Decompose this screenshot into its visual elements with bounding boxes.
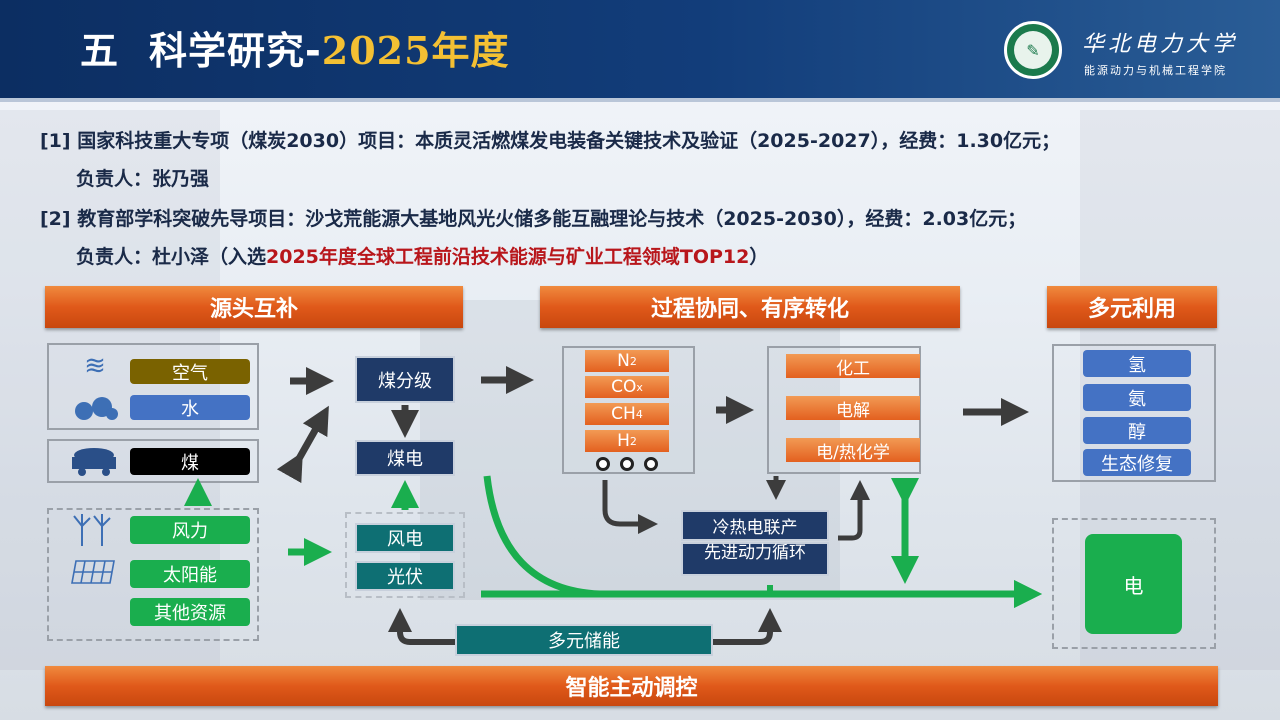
cchp-box: 冷热电联产 bbox=[681, 510, 829, 541]
pv-box: 光伏 bbox=[355, 561, 455, 591]
project-2-line2: 负责人：杜小泽（入选2025年度全球工程前沿技术能源与矿业工程领域TOP12） bbox=[76, 242, 768, 269]
project-2-highlight: 2025年度全球工程前沿技术能源与矿业工程领域TOP12 bbox=[266, 246, 750, 268]
gas-formula: H bbox=[617, 431, 630, 451]
project-1-line1: [1] 国家科技重大专项（煤炭2030）项目：本质灵活燃煤发电装备关键技术及验证… bbox=[40, 130, 1061, 152]
header-source: 源头互补 bbox=[45, 286, 463, 328]
coal-power-box: 煤电 bbox=[355, 440, 455, 476]
more-items-dot-icon bbox=[620, 457, 634, 471]
header-bar bbox=[0, 0, 1280, 98]
gas-products-box bbox=[562, 346, 695, 474]
title-text: 科学研究- bbox=[149, 29, 322, 73]
project-2-line1: [2] 教育部学科突破先导项目：沙戈荒能源大基地风光火储多能互融理论与技术（20… bbox=[40, 208, 1027, 230]
solar-panel-icon bbox=[68, 557, 118, 589]
air-water-box bbox=[47, 343, 259, 430]
water-drops-icon bbox=[70, 392, 120, 422]
college-name: 能源动力与机械工程学院 bbox=[1084, 64, 1227, 77]
electricity-box: 电 bbox=[1085, 534, 1182, 634]
advanced-cycle-box: 先进动力循环 bbox=[681, 542, 829, 576]
alcohol-label: 醇 bbox=[1083, 417, 1191, 444]
wind-label: 风力 bbox=[130, 516, 250, 544]
title-year: 2025年度 bbox=[321, 28, 510, 73]
gas-formula: CH bbox=[611, 404, 636, 424]
header-process: 过程协同、有序转化 bbox=[540, 286, 960, 328]
university-name: 华北电力大学 bbox=[1082, 32, 1239, 57]
electro-thermochemistry-label: 电/热化学 bbox=[786, 438, 920, 463]
eco-restoration-label: 生态修复 bbox=[1083, 449, 1191, 476]
header-utilization: 多元利用 bbox=[1047, 286, 1217, 328]
header-control: 智能主动调控 bbox=[45, 666, 1218, 706]
gas-subscript: 4 bbox=[635, 407, 643, 421]
hydrogen-label: 氢 bbox=[1083, 350, 1191, 377]
air-label: 空气 bbox=[130, 359, 250, 384]
other-resources-label: 其他资源 bbox=[130, 598, 250, 626]
section-number: 五 bbox=[80, 29, 120, 73]
electrolysis-label: 电解 bbox=[786, 396, 920, 421]
gas-subscript: x bbox=[636, 380, 643, 394]
water-label: 水 bbox=[130, 395, 250, 420]
project-1-line2: 负责人：张乃强 bbox=[76, 168, 210, 190]
renewable-box bbox=[47, 508, 259, 641]
wind-turbine-icon bbox=[68, 512, 118, 548]
wind-power-box: 风电 bbox=[355, 523, 455, 553]
outputs-box bbox=[1052, 344, 1216, 482]
more-items-dot-icon bbox=[596, 457, 610, 471]
coal-cart-icon bbox=[66, 445, 122, 477]
logo-emblem-icon: ✎ bbox=[1014, 31, 1052, 69]
header-divider bbox=[0, 98, 1280, 102]
coal-label: 煤 bbox=[130, 448, 250, 475]
renewable-power-group bbox=[345, 512, 465, 598]
solar-label: 太阳能 bbox=[130, 560, 250, 588]
gas-formula: CO bbox=[611, 377, 637, 397]
project-2-leader: 负责人：杜小泽（入选 bbox=[76, 246, 267, 268]
page-title: 五科学研究-2025年度 bbox=[80, 20, 510, 75]
wind-air-icon: ≋ bbox=[84, 351, 106, 381]
chemical-label: 化工 bbox=[786, 354, 920, 379]
ammonia-label: 氨 bbox=[1083, 384, 1191, 411]
more-items-dot-icon bbox=[644, 457, 658, 471]
gas-formula: N bbox=[617, 351, 630, 371]
coal-box bbox=[47, 439, 259, 483]
coal-grading-box: 煤分级 bbox=[355, 356, 455, 403]
gas-subscript: 2 bbox=[629, 354, 637, 368]
project-2-suffix: ） bbox=[749, 246, 769, 268]
gas-subscript: 2 bbox=[629, 434, 637, 448]
electricity-group bbox=[1052, 518, 1216, 649]
storage-box: 多元储能 bbox=[455, 624, 713, 656]
conversion-box bbox=[767, 346, 921, 474]
university-logo: ✎ bbox=[1004, 21, 1062, 79]
